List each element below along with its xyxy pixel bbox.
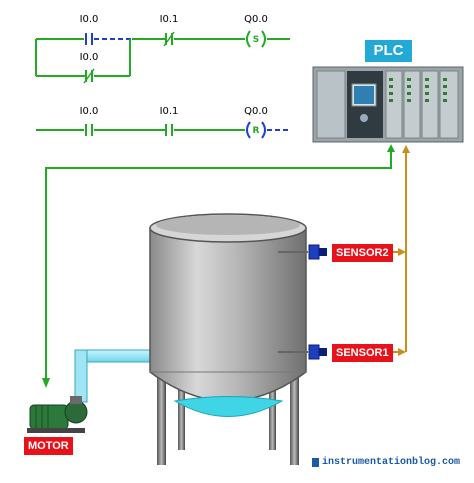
arrow-head-icon [387,144,395,152]
svg-text:R: R [253,126,260,136]
inlet-pipe [74,349,157,403]
watermark-icon [312,458,319,467]
plc-unit [312,66,464,143]
sensor2-probe [278,244,327,260]
label-rung2-c1: I0.0 [80,106,99,117]
ladder-rung-2: R I0.0 I0.1 Q0.0 [36,106,290,139]
sensor2-label: SENSOR2 [332,244,393,262]
arrow-head-icon [398,248,406,256]
label-rung1-c1: I0.0 [80,14,99,25]
plc-to-motor-wire [42,144,395,388]
sensor-to-plc-wire [390,145,410,356]
contact-i00-rung2 [85,124,93,136]
tank-legs [157,375,299,465]
label-branch-contact: I0.0 [80,52,99,63]
contact-i01-nc [163,31,175,47]
storage-tank [149,213,307,417]
coil-set: S [246,30,266,48]
label-rung2-coil: Q0.0 [244,106,268,117]
watermark-text: instrumentationblog.com [322,457,461,468]
sensor1-label: SENSOR1 [332,344,393,362]
arrow-head-icon [402,145,410,153]
label-rung2-c2: I0.1 [160,106,179,117]
svg-text:S: S [253,35,259,45]
plc-label: PLC [365,40,412,62]
arrow-head-icon [42,378,50,388]
label-rung1-coil: Q0.0 [244,14,268,25]
contact-i00-branch-nc [83,68,95,84]
ladder-rung-1: S I0.0 I0.1 Q0.0 I0.0 [35,14,290,84]
contact-i00-no [85,33,93,45]
motor-label: MOTOR [24,437,73,455]
pump-motor [27,396,88,433]
sensor1-probe [278,344,327,360]
arrow-head-icon [398,348,406,356]
label-rung1-c2: I0.1 [160,14,179,25]
coil-reset: R [246,121,266,139]
liquid-level [173,396,284,417]
contact-i01-rung2 [165,124,173,136]
